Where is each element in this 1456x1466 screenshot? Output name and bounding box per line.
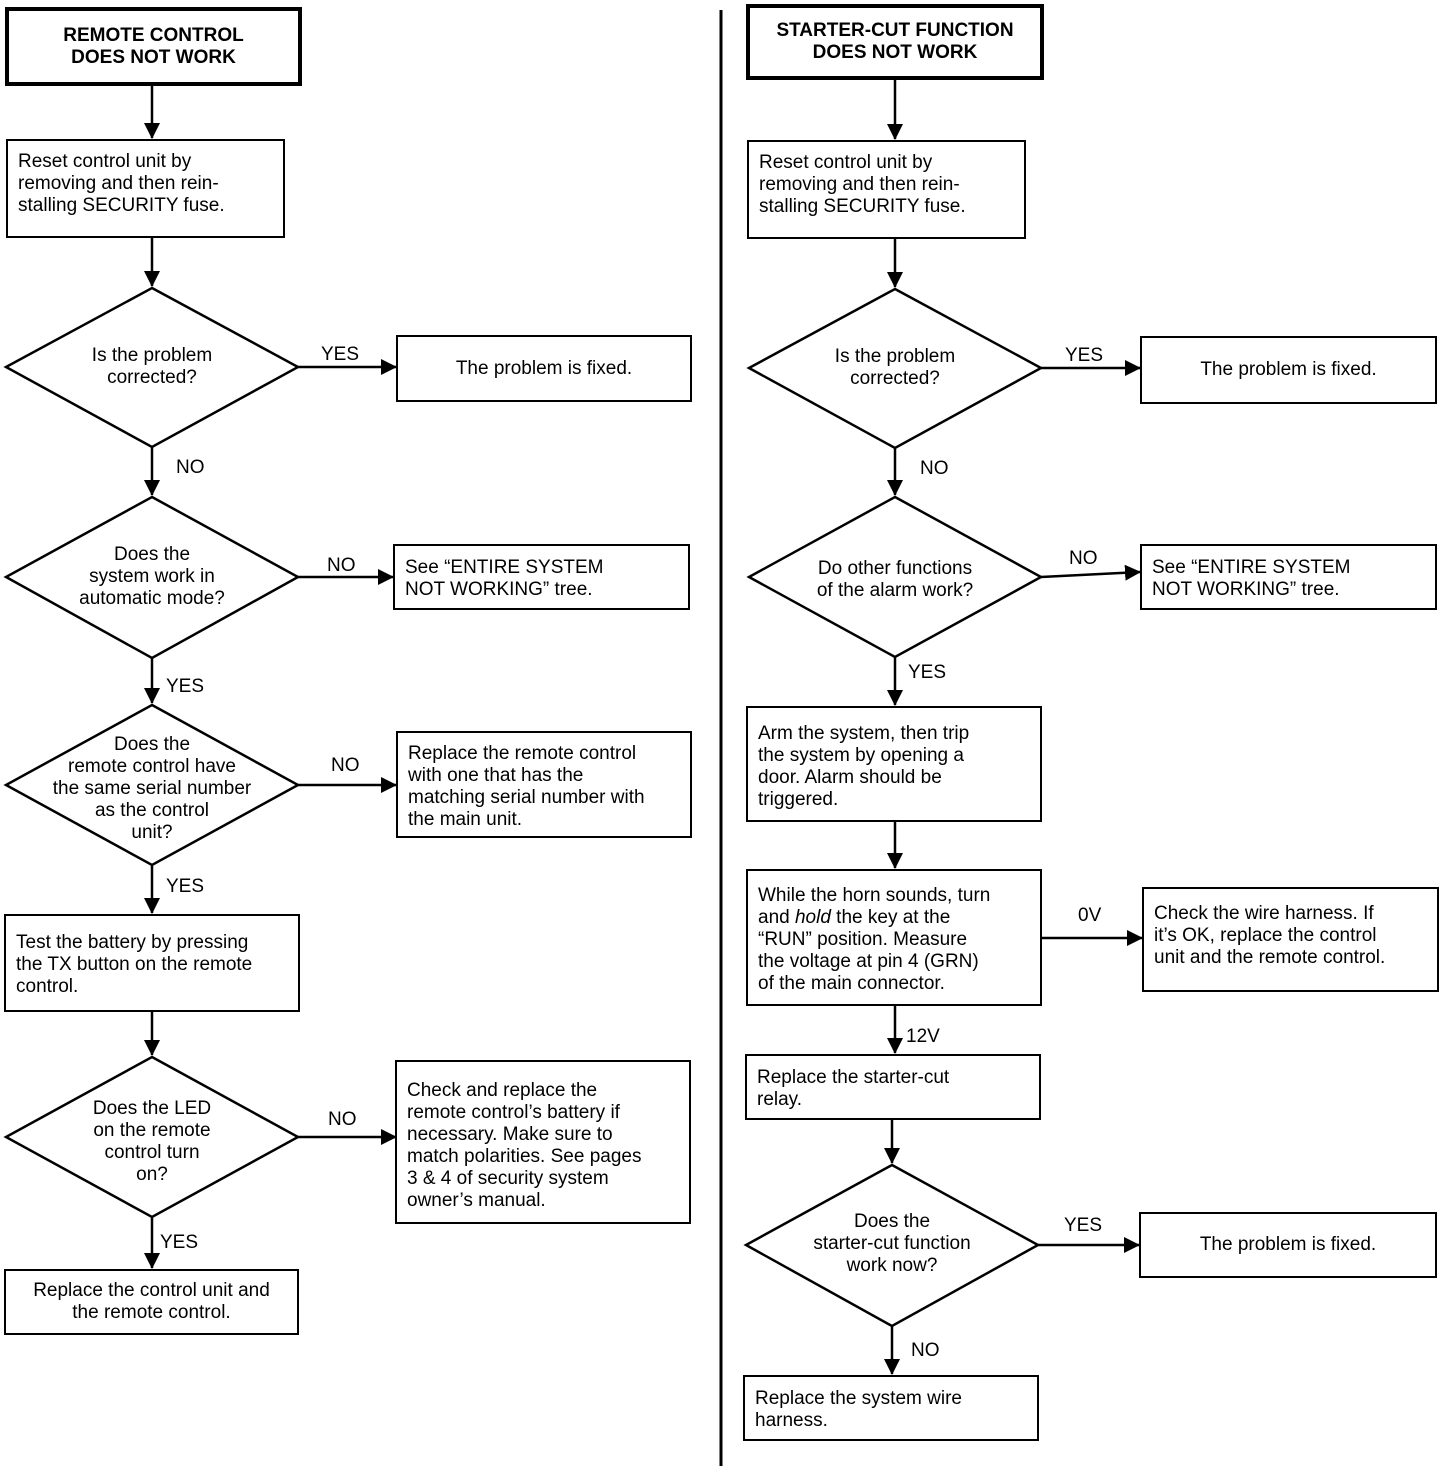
left-test-battery-box: Test the battery by pressing the TX butt… [4,914,300,1012]
right-measure-text-2: the key at the “RUN” position. Measure t… [758,907,979,994]
arrow-no-see-entire-right [1040,564,1141,581]
left-replace-remote-box: Replace the remote control with one that… [396,731,692,838]
right-replace-harness-box: Replace the system wire harness. [743,1375,1039,1441]
left-label-yes-2: YES [166,676,205,697]
left-label-no-1: NO [176,457,205,478]
right-arm-box: Arm the system, then trip the system by … [746,706,1042,822]
left-label-no-3: NO [331,755,360,776]
left-check-battery-box: Check and replace the remote control’s b… [395,1060,691,1224]
left-fixed-box: The problem is fixed. [396,335,692,402]
right-label-no-1: NO [920,458,949,479]
left-reset-box: Reset control unit by removing and then … [6,139,285,238]
right-measure-text-1: While the horn sounds, turn and [758,885,991,928]
right-label-0v: 0V [1078,905,1102,926]
left-q-serial: Does the remote control have the same se… [52,734,252,843]
right-title-box: STARTER-CUT FUNCTION DOES NOT WORK [746,4,1044,80]
left-label-yes-4: YES [160,1232,199,1253]
left-q-corrected: Is the problem corrected? [91,345,213,388]
left-title-box: REMOTE CONTROL DOES NOT WORK [5,7,302,86]
right-replace-relay-box: Replace the starter-cut relay. [745,1054,1041,1120]
right-label-yes-1: YES [1065,345,1104,366]
right-q-starter: Does the starter-cut function work now? [813,1211,971,1276]
right-label-12v: 12V [906,1026,940,1047]
right-label-no-3: NO [911,1340,940,1361]
left-see-entire-box: See “ENTIRE SYSTEM NOT WORKING” tree. [393,544,690,610]
left-label-no-2: NO [327,555,356,576]
right-measure-text-em: hold [794,907,831,928]
left-replace-unit-box: Replace the control unit and the remote … [4,1269,299,1335]
left-label-yes-3: YES [166,876,205,897]
left-q-automatic: Does the system work in automatic mode? [79,544,225,609]
left-label-no-4: NO [328,1109,357,1130]
right-measure-box: While the horn sounds, turn and hold the… [746,869,1042,1006]
right-check-harness-box: Check the wire harness. If it’s OK, repl… [1142,887,1439,992]
right-label-yes-3: YES [1064,1215,1103,1236]
right-reset-box: Reset control unit by removing and then … [747,140,1026,239]
right-q-other: Do other functions of the alarm work? [816,558,974,601]
right-fixed-box: The problem is fixed. [1140,336,1437,404]
left-q-led: Does the LED on the remote control turn … [92,1098,212,1185]
right-label-yes-2: YES [908,662,947,683]
right-q-corrected: Is the problem corrected? [834,346,956,389]
right-fixed2-box: The problem is fixed. [1139,1212,1437,1278]
left-label-yes-1: YES [321,344,360,365]
right-label-no-2: NO [1069,548,1098,569]
right-see-entire-box: See “ENTIRE SYSTEM NOT WORKING” tree. [1140,544,1437,610]
